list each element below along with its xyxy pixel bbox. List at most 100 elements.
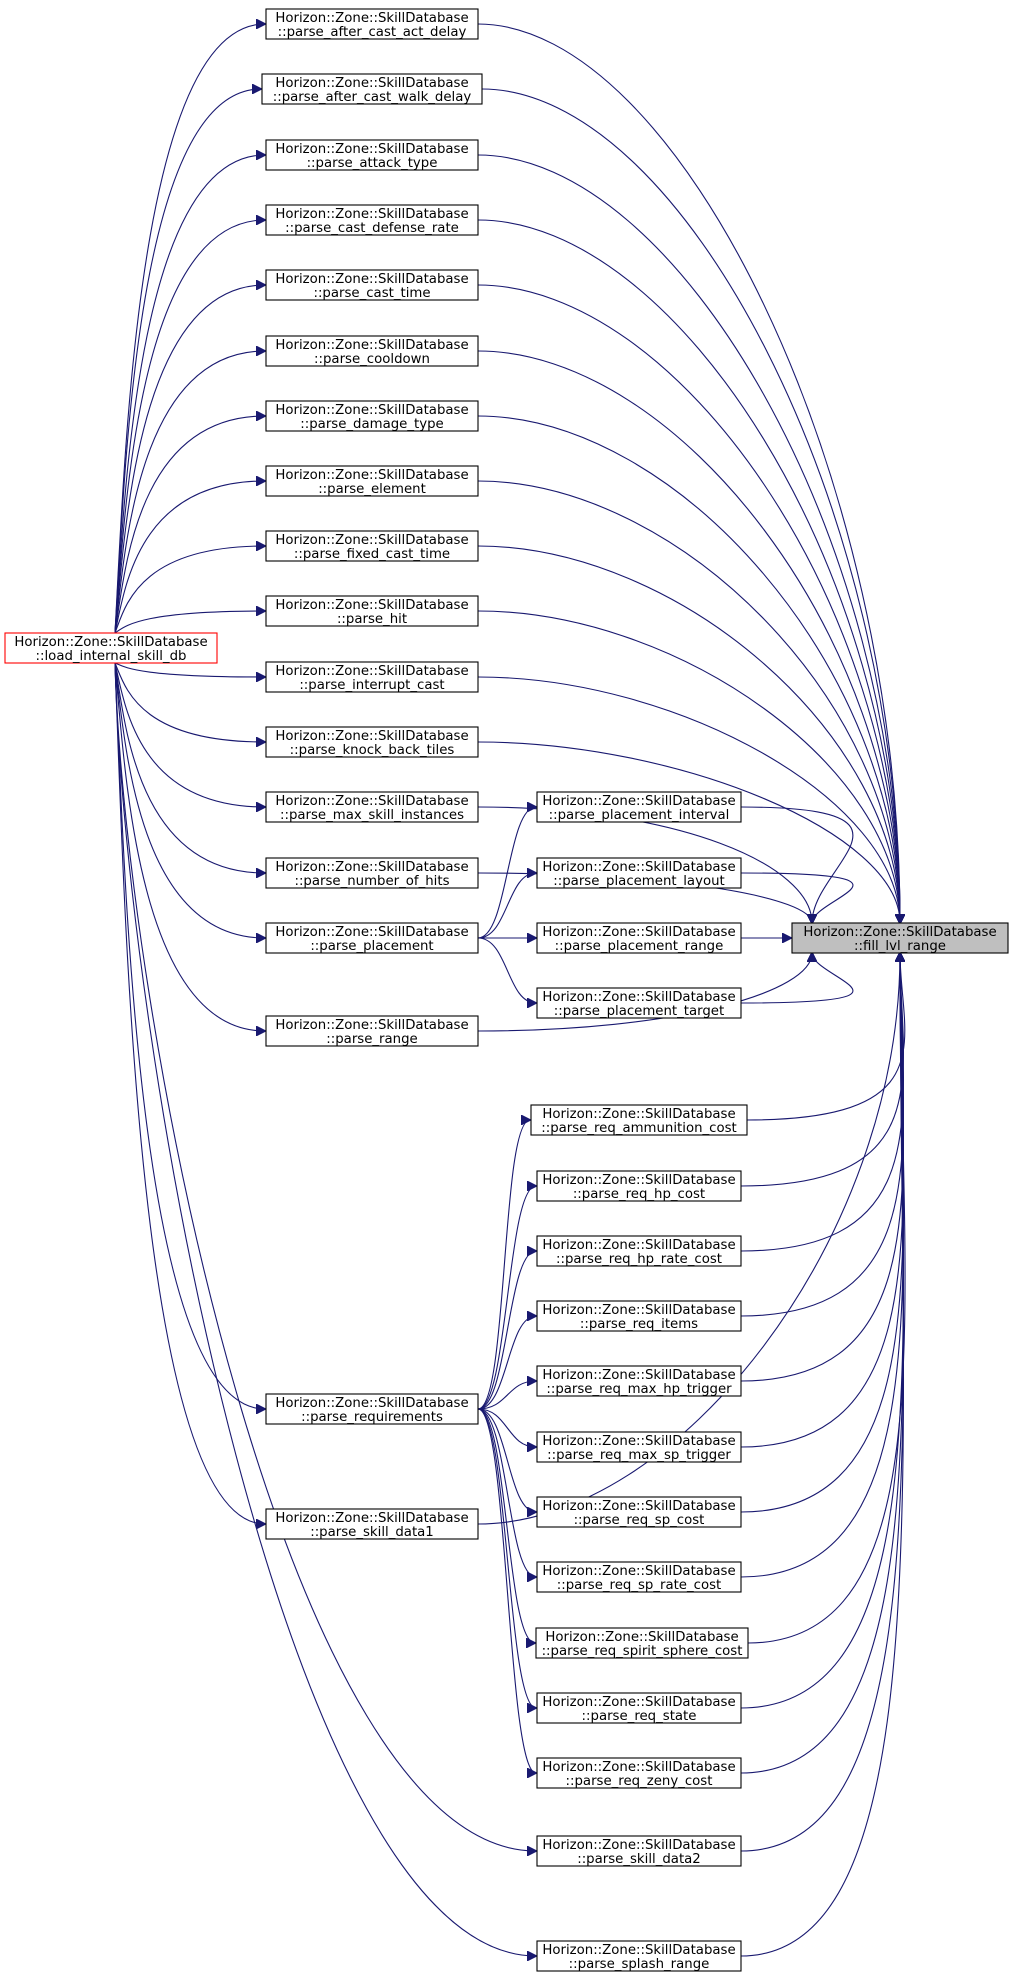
node-parse_range[interactable]: Horizon::Zone::SkillDatabase::parse_rang… bbox=[265, 1015, 479, 1047]
node-parse_req_hp_cost[interactable]: Horizon::Zone::SkillDatabase::parse_req_… bbox=[536, 1170, 742, 1202]
edge-parse_requirements-to-parse_req_zeny_cost bbox=[477, 1408, 536, 1773]
node-box[interactable] bbox=[265, 726, 479, 758]
node-label-line2: ::parse_hit bbox=[337, 612, 407, 627]
node-box[interactable] bbox=[536, 1170, 742, 1202]
node-parse_fixed_cast_time[interactable]: Horizon::Zone::SkillDatabase::parse_fixe… bbox=[265, 530, 479, 562]
node-box[interactable] bbox=[530, 1104, 748, 1136]
node-parse_placement[interactable]: Horizon::Zone::SkillDatabase::parse_plac… bbox=[265, 922, 479, 954]
edge-load_internal_skill_db-to-parse_attack_type bbox=[114, 155, 265, 634]
node-box[interactable] bbox=[536, 791, 742, 823]
node-parse_cast_time[interactable]: Horizon::Zone::SkillDatabase::parse_cast… bbox=[265, 269, 479, 301]
node-parse_damage_type[interactable]: Horizon::Zone::SkillDatabase::parse_dama… bbox=[265, 400, 479, 432]
node-parse_requirements[interactable]: Horizon::Zone::SkillDatabase::parse_requ… bbox=[265, 1393, 479, 1425]
node-parse_req_state[interactable]: Horizon::Zone::SkillDatabase::parse_req_… bbox=[536, 1692, 742, 1724]
node-box[interactable] bbox=[536, 1365, 742, 1397]
edge-parse_requirements-to-parse_req_max_hp_trigger bbox=[477, 1381, 536, 1410]
node-label-line2: ::parse_req_sp_cost bbox=[574, 1513, 705, 1528]
node-box[interactable] bbox=[265, 922, 479, 954]
node-parse_req_zeny_cost[interactable]: Horizon::Zone::SkillDatabase::parse_req_… bbox=[536, 1757, 742, 1789]
node-label-line2: ::parse_fixed_cast_time bbox=[294, 547, 450, 562]
node-label-line1: Horizon::Zone::SkillDatabase bbox=[542, 990, 735, 1005]
node-label-line2: ::parse_placement bbox=[310, 939, 433, 954]
node-box[interactable] bbox=[265, 335, 479, 367]
node-parse_placement_range[interactable]: Horizon::Zone::SkillDatabase::parse_plac… bbox=[536, 922, 742, 954]
node-parse_skill_data1[interactable]: Horizon::Zone::SkillDatabase::parse_skil… bbox=[265, 1508, 479, 1540]
node-parse_placement_target[interactable]: Horizon::Zone::SkillDatabase::parse_plac… bbox=[536, 987, 742, 1019]
node-parse_placement_layout[interactable]: Horizon::Zone::SkillDatabase::parse_plac… bbox=[536, 857, 742, 889]
edge-parse_placement-to-parse_placement_layout bbox=[477, 873, 536, 939]
edge-load_internal_skill_db-to-parse_after_cast_act_delay bbox=[114, 24, 265, 634]
node-parse_number_of_hits[interactable]: Horizon::Zone::SkillDatabase::parse_numb… bbox=[265, 857, 479, 889]
node-parse_req_sp_rate_cost[interactable]: Horizon::Zone::SkillDatabase::parse_req_… bbox=[536, 1561, 742, 1593]
node-box[interactable] bbox=[536, 1300, 742, 1332]
node-box[interactable] bbox=[536, 1235, 742, 1267]
node-parse_req_max_sp_trigger[interactable]: Horizon::Zone::SkillDatabase::parse_req_… bbox=[536, 1431, 742, 1463]
node-box[interactable] bbox=[536, 1692, 742, 1724]
node-parse_interrupt_cast[interactable]: Horizon::Zone::SkillDatabase::parse_inte… bbox=[265, 661, 479, 693]
node-box[interactable] bbox=[791, 922, 1009, 954]
edge-load_internal_skill_db-to-parse_range bbox=[114, 662, 265, 1031]
node-box[interactable] bbox=[265, 465, 479, 497]
node-box[interactable] bbox=[536, 1496, 742, 1528]
node-box[interactable] bbox=[265, 269, 479, 301]
node-box[interactable] bbox=[265, 204, 479, 236]
node-box[interactable] bbox=[536, 987, 742, 1019]
node-box[interactable] bbox=[265, 791, 479, 823]
node-box[interactable] bbox=[536, 1561, 742, 1593]
node-parse_req_max_hp_trigger[interactable]: Horizon::Zone::SkillDatabase::parse_req_… bbox=[536, 1365, 742, 1397]
node-label-line2: ::parse_skill_data2 bbox=[577, 1852, 701, 1867]
node-parse_after_cast_act_delay[interactable]: Horizon::Zone::SkillDatabase::parse_afte… bbox=[265, 8, 479, 40]
node-box[interactable] bbox=[536, 922, 742, 954]
node-label-line2: ::parse_placement_layout bbox=[553, 874, 724, 889]
node-parse_placement_interval[interactable]: Horizon::Zone::SkillDatabase::parse_plac… bbox=[536, 791, 742, 823]
node-box[interactable] bbox=[535, 1627, 749, 1659]
node-parse_splash_range[interactable]: Horizon::Zone::SkillDatabase::parse_spla… bbox=[536, 1940, 742, 1972]
node-box[interactable] bbox=[265, 1393, 479, 1425]
node-parse_req_items[interactable]: Horizon::Zone::SkillDatabase::parse_req_… bbox=[536, 1300, 742, 1332]
node-parse_cooldown[interactable]: Horizon::Zone::SkillDatabase::parse_cool… bbox=[265, 335, 479, 367]
node-label-line1: Horizon::Zone::SkillDatabase bbox=[542, 1499, 735, 1514]
node-label-line1: Horizon::Zone::SkillDatabase bbox=[275, 142, 468, 157]
node-parse_max_skill_instances[interactable]: Horizon::Zone::SkillDatabase::parse_max_… bbox=[265, 791, 479, 823]
node-box[interactable] bbox=[265, 661, 479, 693]
node-box[interactable] bbox=[265, 8, 479, 40]
node-box[interactable] bbox=[265, 857, 479, 889]
node-parse_element[interactable]: Horizon::Zone::SkillDatabase::parse_elem… bbox=[265, 465, 479, 497]
node-label-line1: Horizon::Zone::SkillDatabase bbox=[275, 860, 468, 875]
node-parse_hit[interactable]: Horizon::Zone::SkillDatabase::parse_hit bbox=[265, 595, 479, 627]
node-box[interactable] bbox=[261, 73, 483, 105]
node-parse_req_ammunition_cost[interactable]: Horizon::Zone::SkillDatabase::parse_req_… bbox=[530, 1104, 748, 1136]
node-fill_lvl_range[interactable]: Horizon::Zone::SkillDatabase::fill_lvl_r… bbox=[791, 922, 1009, 954]
node-box[interactable] bbox=[536, 1940, 742, 1972]
node-parse_skill_data2[interactable]: Horizon::Zone::SkillDatabase::parse_skil… bbox=[536, 1835, 742, 1867]
node-parse_req_hp_rate_cost[interactable]: Horizon::Zone::SkillDatabase::parse_req_… bbox=[536, 1235, 742, 1267]
edge-parse_cast_time-to-fill_lvl_range bbox=[477, 284, 900, 923]
edge-parse_req_max_hp_trigger-to-fill_lvl_range bbox=[740, 953, 903, 1382]
node-box[interactable] bbox=[265, 530, 479, 562]
node-load_internal_skill_db[interactable]: Horizon::Zone::SkillDatabase::load_inter… bbox=[4, 632, 218, 664]
node-box[interactable] bbox=[265, 1508, 479, 1540]
node-box[interactable] bbox=[265, 595, 479, 627]
node-box[interactable] bbox=[265, 400, 479, 432]
node-box[interactable] bbox=[536, 857, 742, 889]
node-box[interactable] bbox=[536, 1835, 742, 1867]
node-parse_after_cast_walk_delay[interactable]: Horizon::Zone::SkillDatabase::parse_afte… bbox=[261, 73, 483, 105]
node-parse_knock_back_tiles[interactable]: Horizon::Zone::SkillDatabase::parse_knoc… bbox=[265, 726, 479, 758]
edge-parse_fixed_cast_time-to-fill_lvl_range bbox=[477, 545, 900, 923]
node-parse_cast_defense_rate[interactable]: Horizon::Zone::SkillDatabase::parse_cast… bbox=[265, 204, 479, 236]
node-parse_req_spirit_sphere_cost[interactable]: Horizon::Zone::SkillDatabase::parse_req_… bbox=[535, 1627, 749, 1659]
node-box[interactable] bbox=[265, 139, 479, 171]
edge-parse_knock_back_tiles-to-fill_lvl_range bbox=[477, 741, 900, 923]
node-box[interactable] bbox=[265, 1015, 479, 1047]
node-label-line2: ::parse_after_cast_walk_delay bbox=[273, 90, 472, 105]
edge-parse_placement_target-to-fill_lvl_range bbox=[740, 953, 854, 1004]
node-label-line2: ::parse_attack_type bbox=[307, 156, 438, 171]
edge-load_internal_skill_db-to-parse_element bbox=[114, 481, 265, 634]
node-parse_req_sp_cost[interactable]: Horizon::Zone::SkillDatabase::parse_req_… bbox=[536, 1496, 742, 1528]
edge-load_internal_skill_db-to-parse_max_skill_instances bbox=[114, 662, 265, 807]
node-parse_attack_type[interactable]: Horizon::Zone::SkillDatabase::parse_atta… bbox=[265, 139, 479, 171]
node-box[interactable] bbox=[536, 1757, 742, 1789]
node-box[interactable] bbox=[536, 1431, 742, 1463]
node-box[interactable] bbox=[4, 632, 218, 664]
node-label-line1: Horizon::Zone::SkillDatabase bbox=[542, 860, 735, 875]
